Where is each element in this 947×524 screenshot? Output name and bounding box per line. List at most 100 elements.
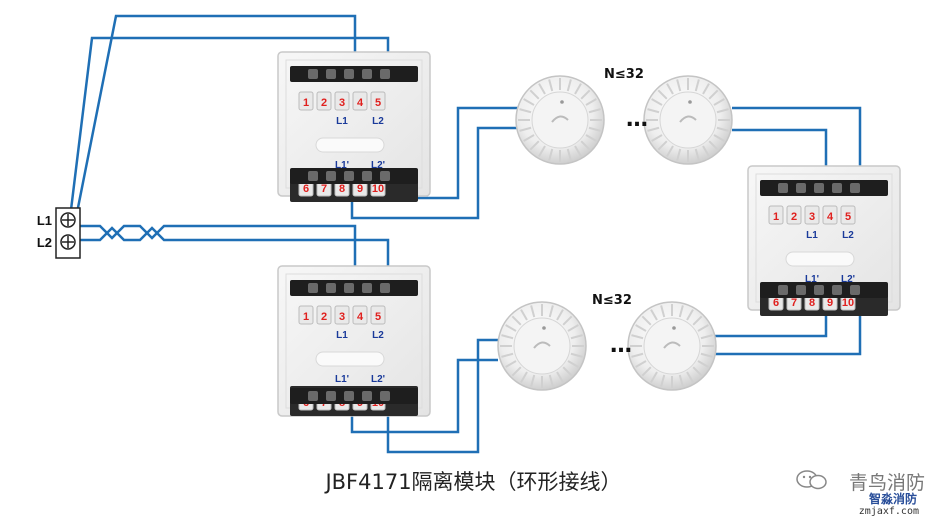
detector-vent [702, 83, 710, 95]
terminal-label-2: L2 [37, 235, 52, 250]
detector-vent [631, 334, 644, 340]
detector-vent [580, 89, 591, 100]
detector-vent [647, 108, 660, 114]
rail-screw [344, 69, 354, 79]
detector-led [688, 100, 692, 104]
terminal-post [822, 205, 838, 225]
rail-screw [814, 285, 824, 295]
terminal-post [370, 91, 386, 111]
detector-vent [548, 374, 554, 387]
detector-vent [519, 108, 532, 114]
detector-vent [700, 352, 713, 358]
detector-vent [631, 352, 644, 358]
rail-screw [832, 285, 842, 295]
terminal-post [840, 205, 856, 225]
rail-screw [380, 283, 390, 293]
wire-segment-3 [80, 224, 357, 282]
detector-cap [659, 91, 717, 149]
terminal-post [334, 305, 350, 325]
detector-vent [697, 360, 709, 368]
detector-vent [716, 108, 729, 114]
detector-vent [686, 309, 694, 321]
detector-vent [676, 148, 682, 161]
terminal-number-6: 6 [303, 183, 309, 195]
detector-vent [501, 334, 514, 340]
line-label-l1-prime: L1' [805, 274, 819, 285]
line-label-l1: L1 [336, 330, 348, 341]
rail-screw [814, 183, 824, 193]
detector-vent [657, 140, 668, 151]
detector-cap [643, 317, 701, 375]
terminal-number-1: 1 [303, 97, 309, 109]
detector-vent [650, 371, 658, 383]
smoke-detectors [497, 75, 733, 391]
detector-vent [678, 374, 684, 387]
detector-vent [713, 98, 725, 106]
detector-vent [574, 145, 582, 157]
detector-vent [700, 334, 713, 340]
line-label-l1-prime: L1' [335, 160, 349, 171]
detector-vent [548, 79, 554, 92]
detector-vent [692, 366, 703, 377]
detector-vent [505, 360, 517, 368]
watermark-brand: 青鸟消防 [848, 472, 925, 494]
detector-vent [538, 83, 546, 95]
smoke-detector-2 [643, 75, 733, 165]
smoke-detector-4 [627, 301, 717, 391]
terminal-number-9: 9 [827, 297, 833, 309]
detector-cap [531, 91, 589, 149]
terminal-post [334, 91, 350, 111]
detector-vent [562, 366, 573, 377]
terminal-post [768, 205, 784, 225]
terminal-number-10: 10 [372, 183, 384, 195]
detector-vent [523, 98, 535, 106]
terminal-post [352, 91, 368, 111]
terminal-number-4: 4 [357, 311, 364, 323]
detector-vent [635, 360, 647, 368]
rail-screw [362, 69, 372, 79]
terminal-number-8: 8 [809, 297, 815, 309]
line-label-l1: L1 [806, 230, 818, 241]
detector-vent [574, 83, 582, 95]
terminal-post [352, 305, 368, 325]
rail-screw [326, 69, 336, 79]
detector-vent [708, 140, 719, 151]
terminal-number-3: 3 [339, 97, 345, 109]
terminal-post [298, 305, 314, 325]
module-slot [315, 351, 385, 367]
line-label-l1: L1 [336, 116, 348, 127]
rail-screw [380, 171, 390, 181]
terminal-number-5: 5 [845, 211, 851, 223]
terminal-post [316, 91, 332, 111]
terminal-number-1: 1 [773, 211, 779, 223]
terminal-number-1: 1 [303, 311, 309, 323]
detector-vent [702, 145, 710, 157]
terminal-post [786, 205, 802, 225]
module-slot [785, 251, 855, 267]
terminal-number-3: 3 [339, 311, 345, 323]
rail-screw [850, 285, 860, 295]
detector-vent [538, 145, 546, 157]
detector-vent [585, 134, 597, 142]
detector-vent [650, 309, 658, 321]
detector-vent [556, 371, 564, 383]
rail-screw [344, 391, 354, 401]
detector-vent [530, 305, 536, 318]
detector-vent [523, 134, 535, 142]
terminal-number-4: 4 [827, 211, 834, 223]
detector-vent [566, 148, 572, 161]
wire-segment-8 [732, 128, 828, 182]
detector-vent [548, 305, 554, 318]
rail-screw [778, 183, 788, 193]
rail-screw [796, 285, 806, 295]
detector-led [672, 326, 676, 330]
loop-ellipsis-1: … [626, 107, 648, 132]
rail-screw [344, 171, 354, 181]
line-label-l2: L2 [842, 230, 854, 241]
detector-vent [570, 352, 583, 358]
terminal-number-7: 7 [791, 297, 797, 309]
rail-screw [326, 283, 336, 293]
wire-segment-10 [350, 358, 498, 434]
detector-vent [641, 366, 652, 377]
